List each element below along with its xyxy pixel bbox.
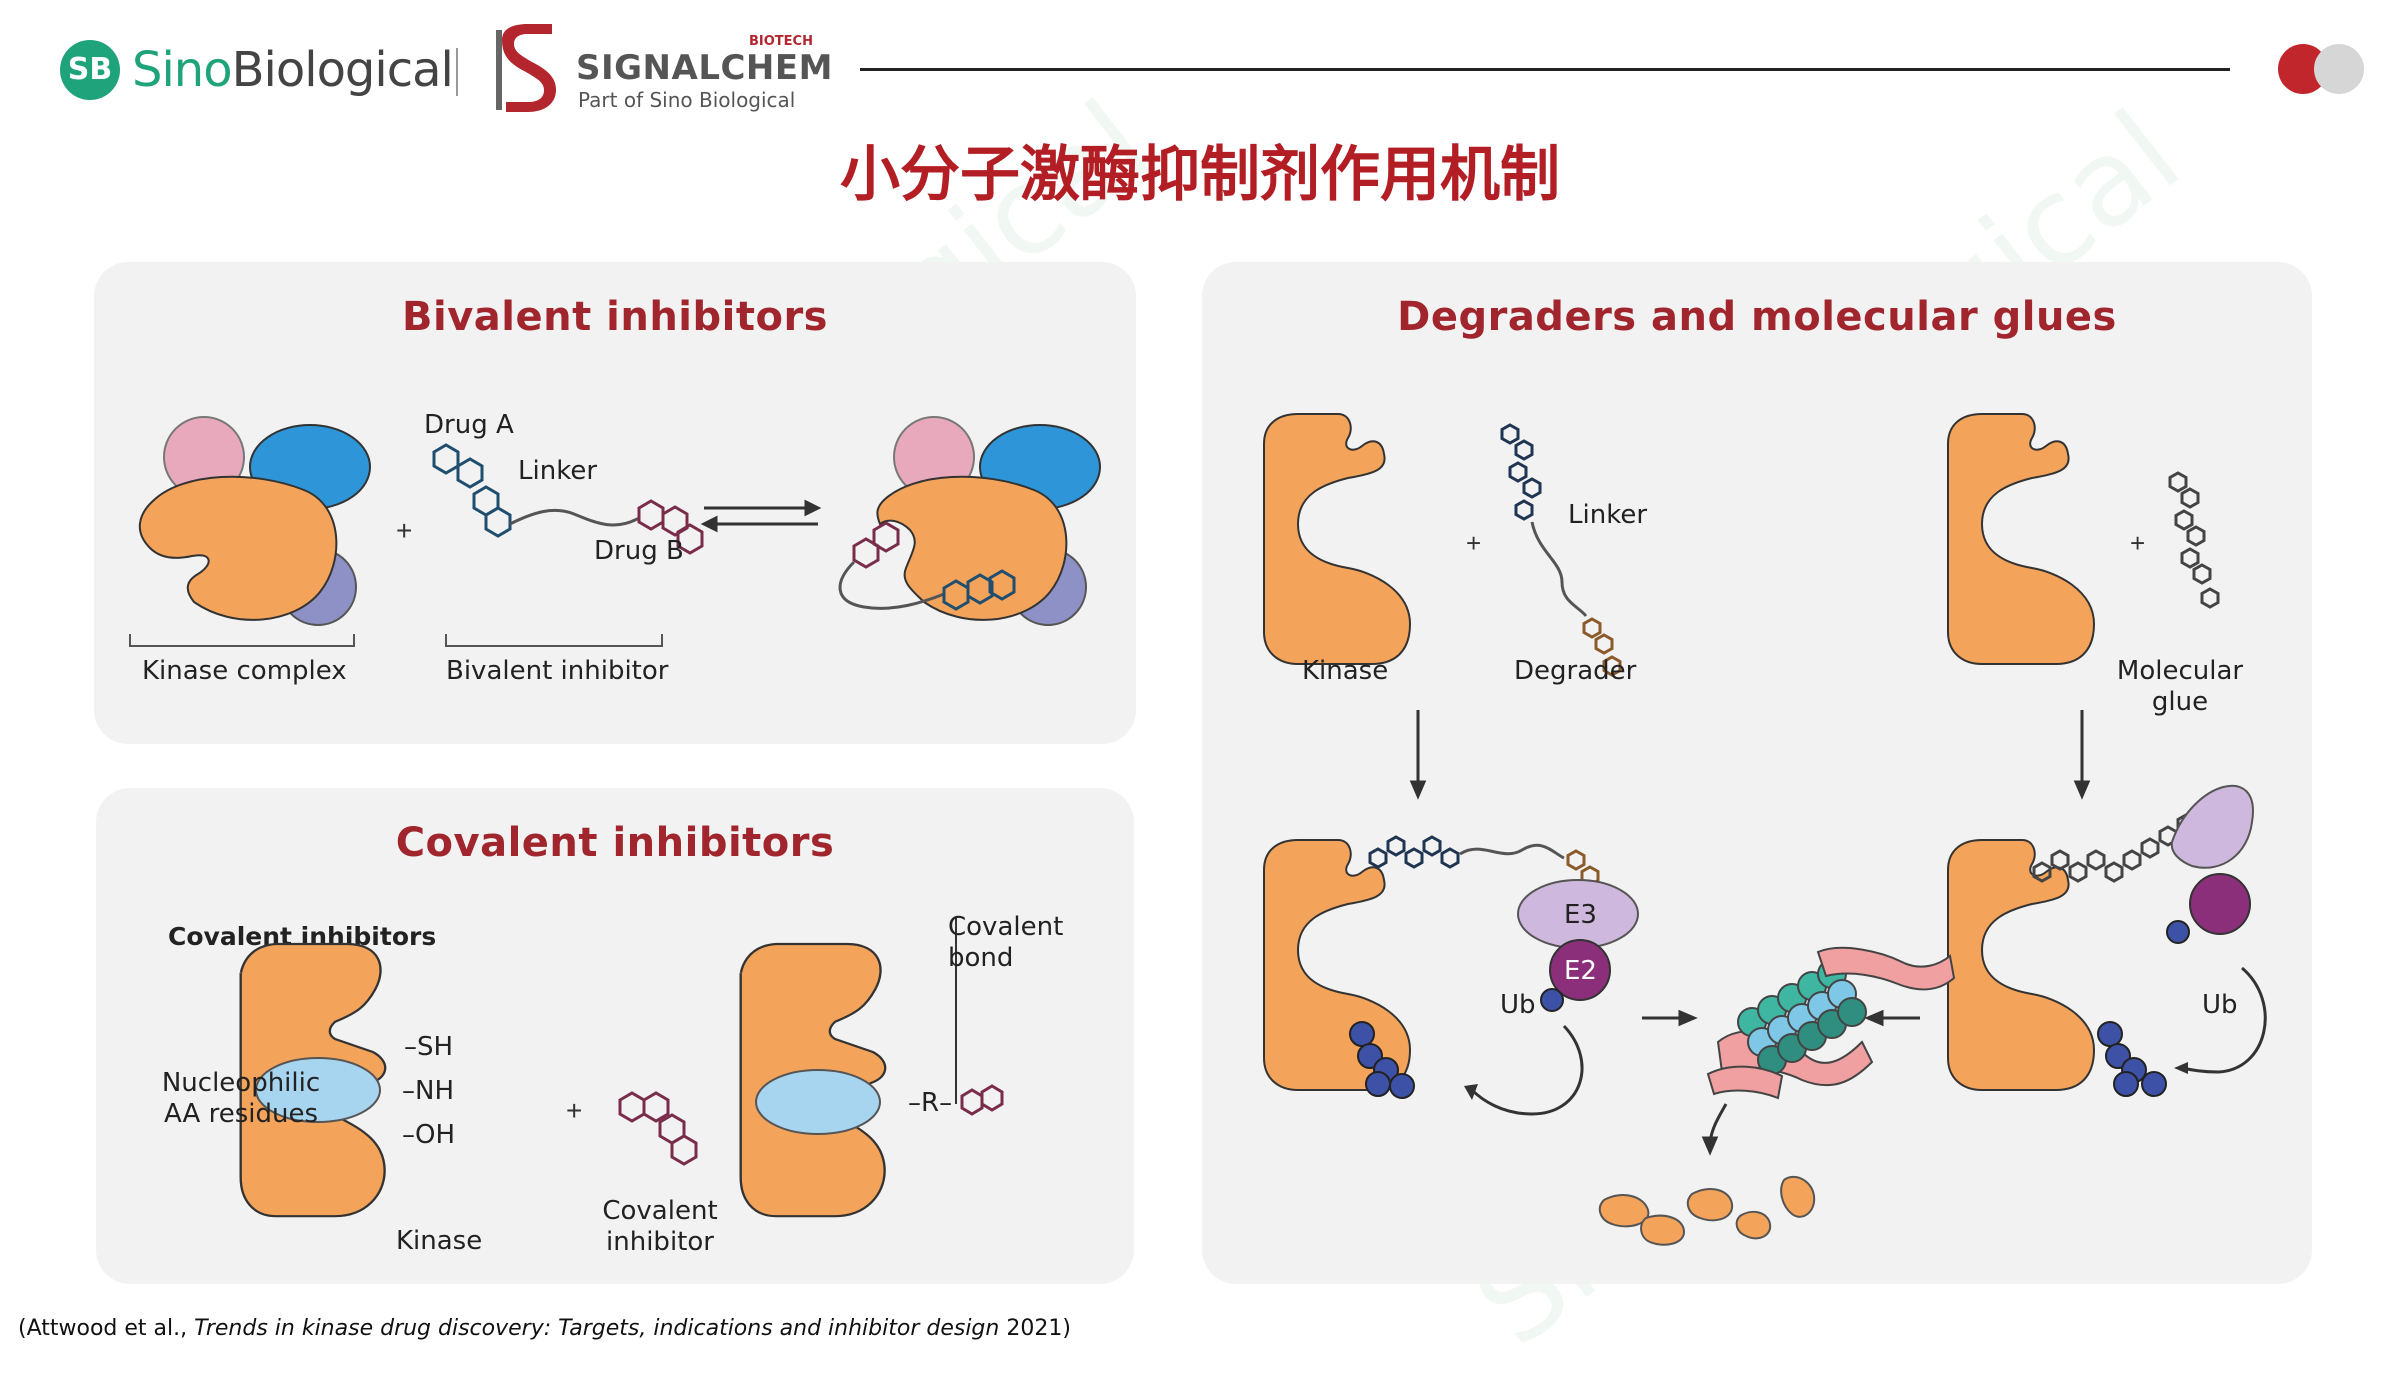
e2-enzyme (2189, 873, 2251, 935)
label-nucleophilic-aa: Nucleophilic AA residues (161, 1068, 321, 1130)
e3-ligase (2170, 784, 2254, 869)
proteasome (1706, 946, 1956, 1100)
kinase-shape (1263, 839, 1411, 1091)
equilibrium-arrows (700, 499, 822, 533)
panel-degraders: Degraders and molecular glues + + (1202, 262, 2312, 1284)
signalchem-mark-icon (496, 24, 556, 112)
ubiquitin (2166, 920, 2190, 944)
page-title: 小分子激酶抑制剂作用机制 (840, 140, 1560, 210)
logo-text-biological: Biological (231, 42, 454, 98)
label-ub-right: Ub (2202, 990, 2238, 1020)
header-rule (860, 68, 2230, 71)
molecular-glue-molecule (2168, 471, 2220, 609)
degrader-molecule (1500, 423, 1622, 677)
plus-sign: + (396, 515, 412, 546)
e2-enzyme (1549, 939, 1611, 1001)
label-covalent-bond: Covalent bond (948, 912, 1064, 974)
covalent-inhibitor-molecule (618, 1091, 698, 1166)
label-sh: –SH (404, 1032, 454, 1062)
ubiquitin-chain (1349, 1021, 1415, 1099)
logo-text-sino: Sino (132, 42, 233, 98)
label-drug-a: Drug A (424, 410, 514, 440)
label-oh: –OH (402, 1120, 456, 1150)
plus-sign: + (566, 1095, 582, 1126)
label-bivalent-inhibitor: Bivalent inhibitor (446, 656, 669, 686)
kinase-complex-bound-illustration (838, 416, 1101, 626)
degraders-diagram: + + (1263, 413, 2267, 1246)
header-decoration-icon (2278, 44, 2364, 94)
label-degrader: Degrader (1514, 656, 1637, 686)
panel-title-bivalent: Bivalent inhibitors (402, 294, 828, 340)
label-linker: Linker (518, 456, 598, 486)
label-nh: –NH (402, 1076, 454, 1106)
signalchem-name: SIGNALCHEM (576, 48, 833, 88)
label-ub-left: Ub (1500, 990, 1536, 1020)
label-r-group: –R– (908, 1088, 953, 1118)
label-covalent-inhibitor: Covalent inhibitor (602, 1196, 718, 1258)
covalent-diagram: + (239, 918, 1004, 1218)
bivalent-diagram: + (129, 416, 1101, 647)
proteasome-arrows (1642, 1009, 1920, 1027)
label-e2: E2 (1564, 956, 1597, 986)
kinase-shape (1947, 413, 2095, 665)
citation-title: Trends in kinase drug discovery: Targets… (194, 1316, 1000, 1341)
peptide-fragments (1598, 1175, 1816, 1246)
panel-bivalent: Bivalent inhibitors + (94, 262, 1136, 744)
citation: (Attwood et al., Trends in kinase drug d… (18, 1316, 1071, 1341)
label-kinase: Kinase (396, 1226, 483, 1256)
label-kinase-complex: Kinase complex (142, 656, 347, 686)
ubiquitin-chain (2097, 1021, 2167, 1097)
signalchem-logo[interactable]: BIOTECH SIGNALCHEM Part of Sino Biologic… (494, 22, 832, 112)
sino-biological-logo[interactable]: SB SinoBiological (60, 36, 454, 106)
signalchem-biotech: BIOTECH (749, 34, 813, 49)
panel-title-covalent: Covalent inhibitors (395, 820, 835, 866)
label-e3: E3 (1564, 900, 1597, 930)
signalchem-sub: Part of Sino Biological (578, 88, 796, 112)
label-drug-b: Drug B (594, 536, 684, 566)
down-arrows (1409, 710, 2091, 800)
plus-sign: + (1466, 528, 1481, 558)
kinase-shape (1263, 413, 1411, 665)
panel-title-degraders: Degraders and molecular glues (1397, 294, 2117, 340)
logo-divider (456, 48, 458, 96)
ubiquitin (1540, 988, 1564, 1012)
sb-logo-mark: SB (60, 40, 120, 100)
header: SB SinoBiological BIOTECH SIGNALCHEM Par… (0, 0, 2400, 120)
plus-sign: + (2130, 528, 2145, 558)
label-molecular-glue: Molecular glue (2116, 656, 2244, 718)
active-site (255, 1057, 381, 1123)
kinase-complex-illustration (139, 416, 371, 626)
panel-covalent: Covalent inhibitors Covalent inhibitors … (96, 788, 1134, 1284)
label-degrader-linker: Linker (1568, 500, 1648, 530)
label-brackets (129, 634, 663, 647)
label-kinase-degrader: Kinase (1302, 656, 1389, 686)
bivalent-inhibitor-molecule (432, 443, 704, 555)
